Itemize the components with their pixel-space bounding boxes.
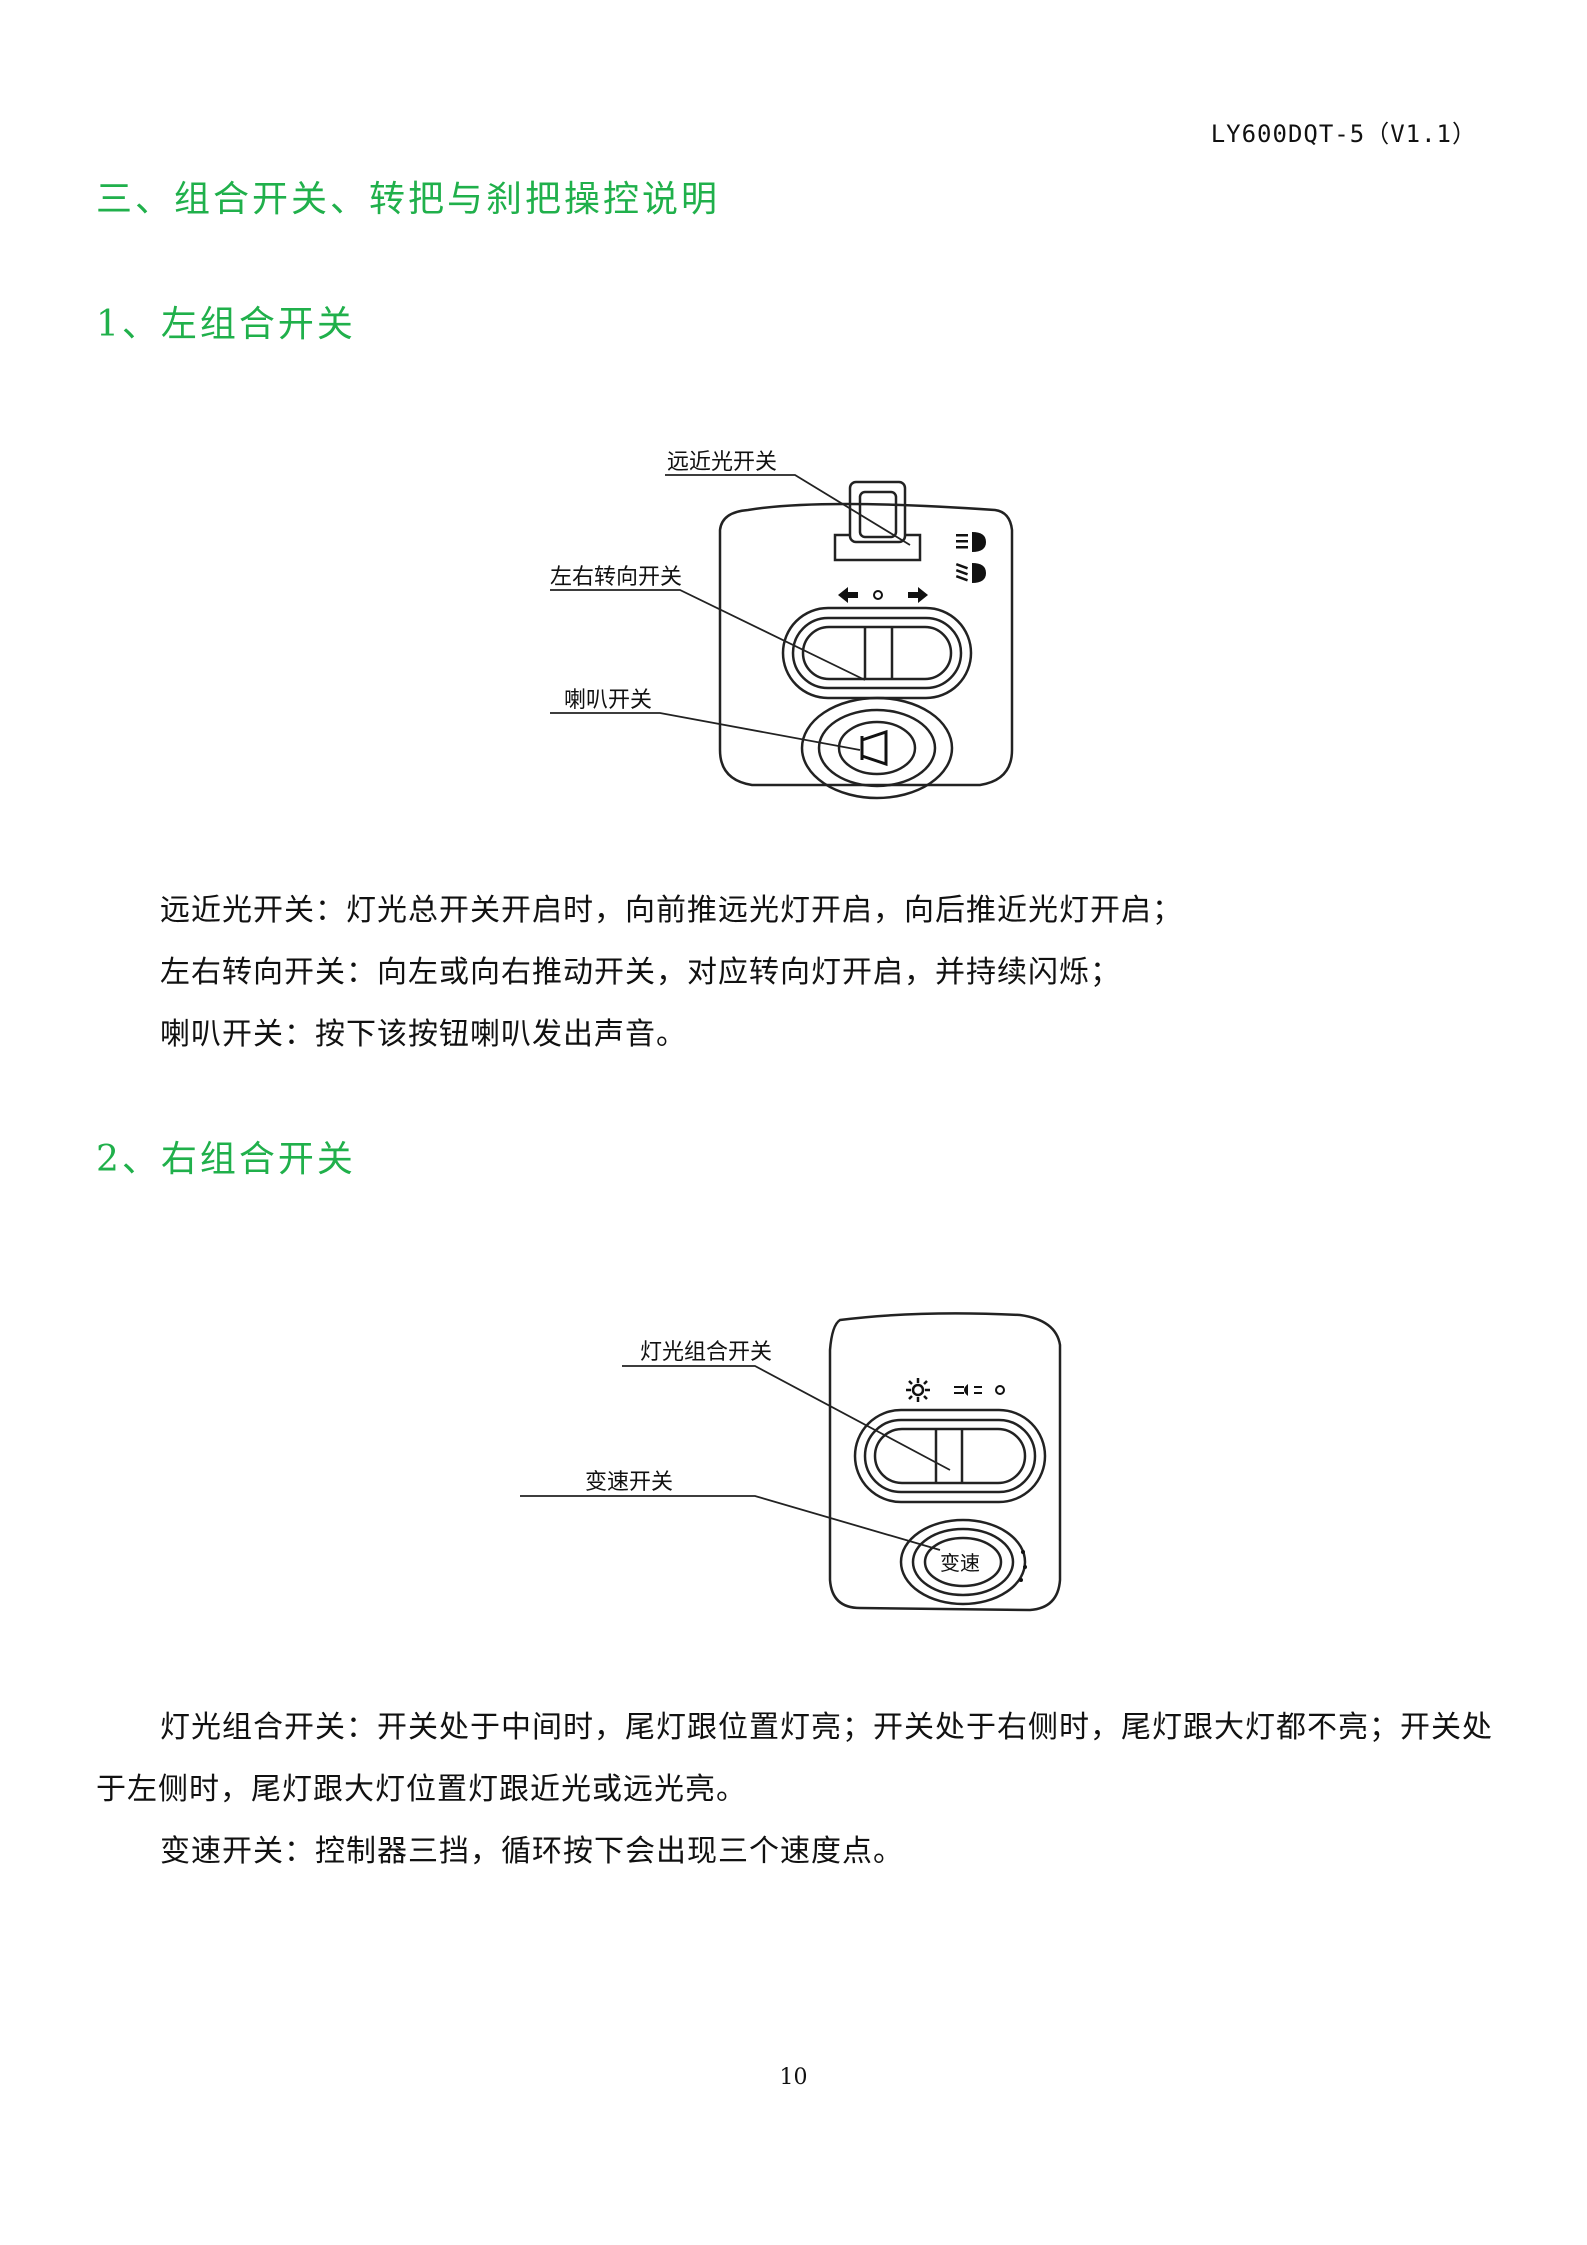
paragraph: 左右转向开关：向左或向右推动开关，对应转向灯开启，并持续闪烁； [160,955,1121,990]
turn-switch-label: 左右转向开关 [550,565,682,590]
beam-leader-line [665,474,911,546]
center-dot-icon [873,590,883,600]
horn-button [837,720,917,776]
speed-button [923,1536,1003,1588]
left-switch-description: 远近光开关：灯光总开关开启时，向前推远光灯开启，向后推近光灯开启； 左右转向开关… [96,880,1496,1066]
speed-switch-label: 变速开关 [585,1470,673,1495]
document-code: LY600DQT-5（V1.1） [1210,120,1477,148]
light-switch-slot [853,1408,1047,1504]
left-switch-heading: 1、左组合开关 [96,304,356,345]
left-switch-housing [718,502,1014,787]
position-light-icon [954,1384,982,1396]
section-title: 三、组合开关、转把与刹把操控说明 [96,179,721,220]
left-arrow-icon [838,587,858,603]
speed-button-label: 变速 [940,1551,980,1575]
off-icon [995,1385,1005,1395]
horn-switch-label: 喇叭开关 [564,688,652,713]
low-beam-icon [955,563,986,583]
sun-icon [906,1378,930,1402]
high-beam-icon [956,532,986,552]
paragraph: 灯光组合开关：开关处于中间时，尾灯跟位置灯亮；开关处于右侧时，尾灯跟大灯都不亮；… [96,1710,1493,1807]
horn-leader-line [550,712,861,751]
left-switch-diagram: 远近光开关 左右转向开关 喇叭开关 [550,450,1014,800]
paragraph: 变速开关：控制器三挡，循环按下会出现三个速度点。 [160,1834,904,1869]
beam-switch-label: 远近光开关 [667,450,777,475]
paragraph: 远近光开关：灯光总开关开启时，向前推远光灯开启，向后推近光灯开启； [160,893,1183,928]
beam-toggle [848,480,907,544]
speed-leader-line [520,1495,941,1551]
horn-button-outer [800,696,954,800]
right-switch-heading: 2、右组合开关 [96,1139,356,1180]
right-switch-description: 灯光组合开关：开关处于中间时，尾灯跟位置灯亮；开关处于右侧时，尾灯跟大灯都不亮；… [96,1697,1496,1883]
light-leader-line [622,1365,951,1471]
page-number: 10 [779,2065,808,2090]
turn-leader-line [550,589,866,681]
speed-button-outer [899,1518,1027,1606]
right-switch-diagram: 灯光组合开关 变速开关 变速 [520,1312,1062,1612]
paragraph: 喇叭开关：按下该按钮喇叭发出声音。 [160,1017,687,1052]
right-arrow-icon [908,587,928,603]
horn-icon [860,729,888,767]
light-switch-label: 灯光组合开关 [640,1340,772,1365]
right-switch-housing [828,1312,1062,1612]
